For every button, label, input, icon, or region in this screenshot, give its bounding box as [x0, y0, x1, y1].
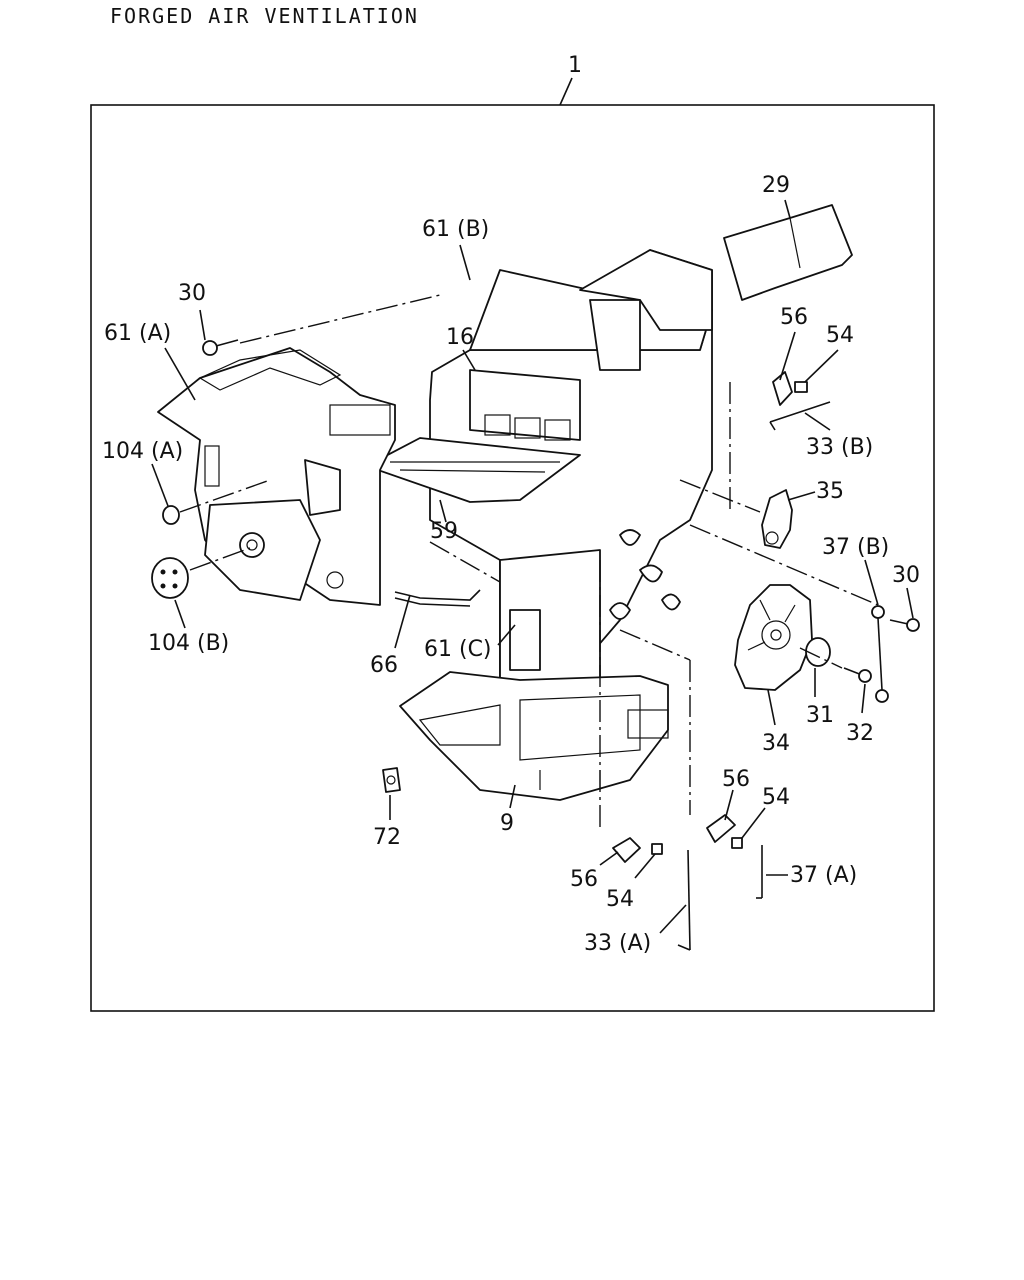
callout-61a: 61 (A)	[104, 321, 171, 346]
callout-59: 59	[430, 519, 458, 544]
callout-29: 29	[762, 173, 790, 198]
linkage-levers	[609, 529, 681, 620]
diagram-title: FORGED AIR VENTILATION	[110, 4, 419, 28]
wire-66	[394, 589, 481, 607]
callout-1: 1	[568, 53, 582, 78]
callout-33a: 33 (A)	[584, 931, 651, 956]
blower-case-61a	[157, 347, 396, 606]
callout-34: 34	[762, 731, 790, 756]
foam-29	[723, 204, 853, 301]
callout-61c: 61 (C)	[424, 637, 492, 662]
callout-104a: 104 (A)	[102, 439, 183, 464]
callout-56-low: 56	[570, 867, 598, 892]
callout-61b: 61 (B)	[422, 217, 489, 242]
lever-56-54-mid	[706, 814, 743, 849]
leader-1	[559, 77, 573, 106]
callout-31: 31	[806, 703, 834, 728]
callout-54-mid: 54	[762, 785, 790, 810]
cap-104a	[162, 505, 180, 525]
callout-54-top: 54	[826, 323, 854, 348]
leader-lines	[151, 199, 914, 934]
rod-33a	[677, 849, 691, 951]
callout-32: 32	[846, 721, 874, 746]
lower-case-9	[399, 671, 669, 801]
lever-56-54-low	[612, 837, 663, 863]
lever-56-54-top	[769, 371, 831, 431]
lever-35	[761, 489, 793, 549]
callout-37b: 37 (B)	[822, 535, 889, 560]
callout-37a: 37 (A)	[790, 863, 857, 888]
rod-37b	[871, 605, 889, 703]
callout-56-top: 56	[780, 305, 808, 330]
callout-56-mid: 56	[722, 767, 750, 792]
screw-30-left	[202, 339, 239, 356]
screw-30-right	[889, 618, 920, 632]
callout-72: 72	[373, 825, 401, 850]
callout-33b: 33 (B)	[806, 435, 873, 460]
motor-104b	[151, 557, 189, 599]
callout-labels: 1 29 61 (B) 30 61 (A) 16 56 54 33 (B) 10…	[102, 53, 920, 956]
clip-72	[382, 767, 401, 793]
callout-66: 66	[370, 653, 398, 678]
assembly-lines	[179, 294, 879, 830]
motor-31	[805, 637, 831, 667]
screw-32	[843, 667, 872, 683]
rod-37a	[756, 845, 763, 899]
actuator-34	[734, 584, 813, 691]
callout-35: 35	[816, 479, 844, 504]
callout-9: 9	[500, 811, 514, 836]
callout-30-right: 30	[892, 563, 920, 588]
callout-54-low: 54	[606, 887, 634, 912]
diagram-frame	[90, 104, 935, 1012]
callout-104b: 104 (B)	[148, 631, 229, 656]
callout-30-left: 30	[178, 281, 206, 306]
heater-unit-housing	[377, 249, 713, 701]
callout-16: 16	[446, 325, 474, 350]
